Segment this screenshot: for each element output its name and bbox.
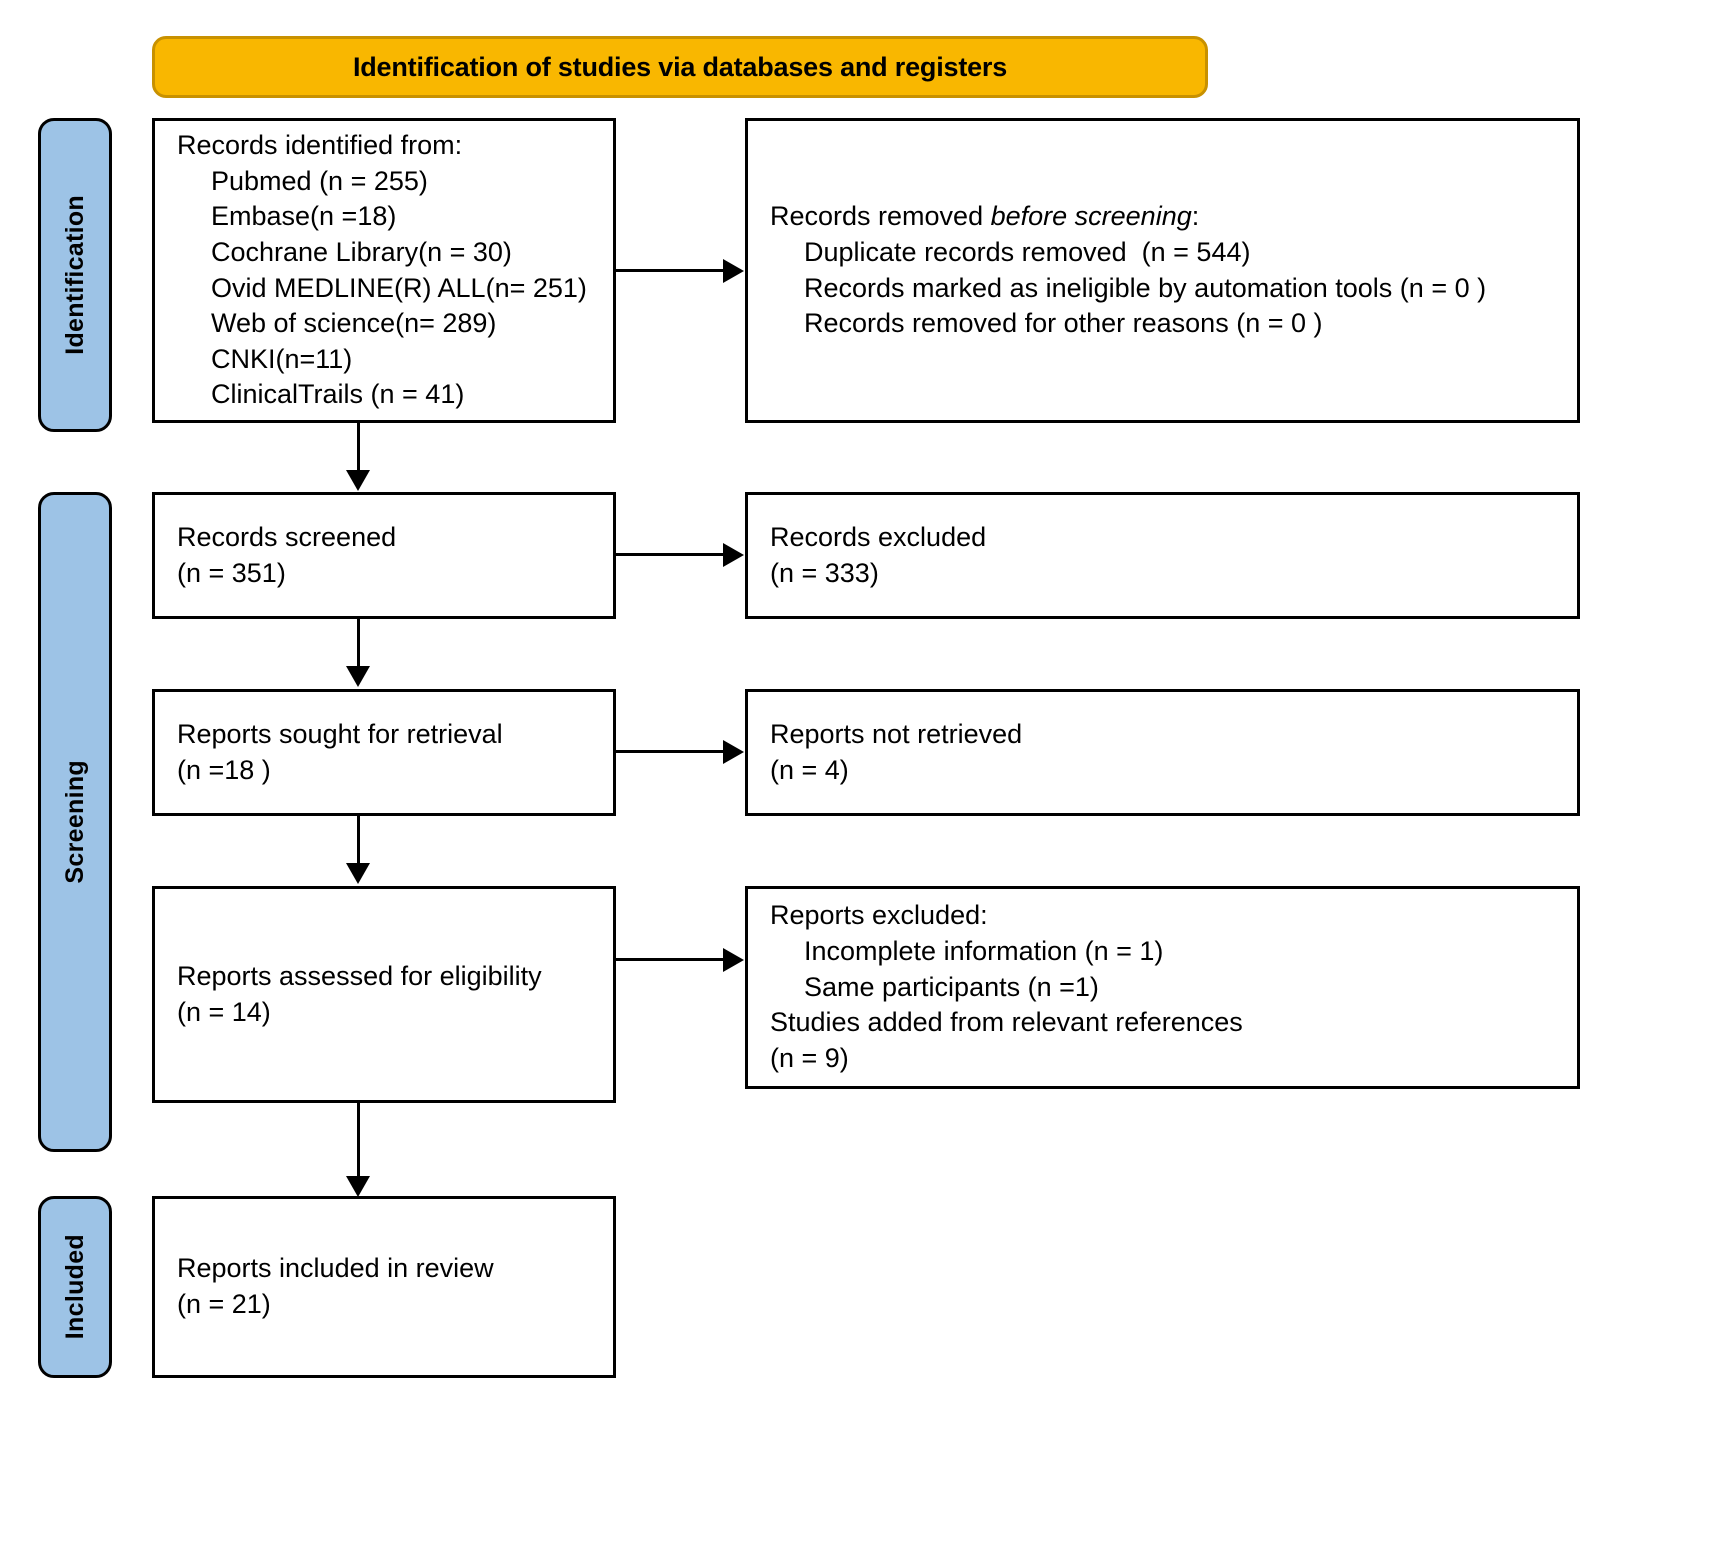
box-line: CNKI(n=11) <box>211 343 353 374</box>
box-line: (n = 9) <box>770 1042 849 1073</box>
heading-post: : <box>1191 201 1200 232</box>
connector-identified-to-removed <box>616 269 723 272</box>
phase-label-screening: Screening <box>38 492 112 1152</box>
connector-screened-to-excluded <box>616 553 723 556</box>
box-line: Reports sought for retrieval <box>177 718 503 749</box>
heading-italic: before screening <box>990 201 1192 232</box>
diagram-title-banner: Identification of studies via databases … <box>152 36 1208 98</box>
connector-screened-to-sought <box>357 619 360 666</box>
box-reports-sought-for-retrieval: Reports sought for retrieval (n =18 ) <box>152 689 616 816</box>
box-line: Records removed for other reasons (n = 0… <box>804 308 1323 339</box>
arrowhead-screened-to-excluded <box>723 543 744 567</box>
box-line: Pubmed (n = 255) <box>211 165 428 196</box>
box-reports-included-in-review: Reports included in review (n = 21) <box>152 1196 616 1378</box>
box-line: Records marked as ineligible by automati… <box>804 272 1487 303</box>
connector-identified-to-screened <box>357 423 360 470</box>
box-reports-not-retrieved: Reports not retrieved (n = 4) <box>745 689 1580 816</box>
arrowhead-identified-to-screened <box>346 470 370 491</box>
box-line: Ovid MEDLINE(R) ALL(n= 251) <box>211 272 587 303</box>
arrowhead-assessed-to-excluded <box>723 948 744 972</box>
connector-assessed-to-included <box>357 1103 360 1176</box>
box-records-excluded: Records excluded (n = 333) <box>745 492 1580 619</box>
heading-pre: Records removed <box>770 201 991 232</box>
box-reports-assessed-for-eligibility: Reports assessed for eligibility (n = 14… <box>152 886 616 1103</box>
box-line: Web of science(n= 289) <box>211 308 497 339</box>
box-line: (n = 21) <box>177 1289 271 1319</box>
phase-label-included-text: Included <box>60 1234 89 1340</box>
phase-label-included: Included <box>38 1196 112 1378</box>
box-records-screened: Records screened (n = 351) <box>152 492 616 619</box>
arrowhead-assessed-to-included <box>346 1176 370 1197</box>
arrowhead-identified-to-removed <box>723 259 744 283</box>
box-line: Cochrane Library(n = 30) <box>211 236 512 267</box>
box-heading: Records removed before screening: <box>770 199 1555 235</box>
box-line: Records screened <box>177 521 397 552</box>
box-line: (n = 4) <box>770 754 849 785</box>
box-line: (n = 333) <box>770 557 879 588</box>
connector-sought-to-assessed <box>357 816 360 863</box>
box-line: Duplicate records removed (n = 544) <box>804 236 1251 267</box>
box-records-removed-before-screening: Records removed before screening: Duplic… <box>745 118 1580 423</box>
connector-assessed-to-excluded <box>616 958 723 961</box>
phase-label-identification: Identification <box>38 118 112 432</box>
box-line: Embase(n =18) <box>211 201 397 232</box>
box-line: Studies added from relevant references <box>770 1007 1243 1038</box>
box-line: Incomplete information (n = 1) <box>804 936 1164 967</box>
box-line: (n = 14) <box>177 996 271 1027</box>
arrowhead-sought-to-not-retrieved <box>723 740 744 764</box>
box-line: Reports not retrieved <box>770 718 1023 749</box>
box-line: Records identified from: <box>177 130 463 160</box>
box-line: Records excluded <box>770 521 987 552</box>
connector-sought-to-not-retrieved <box>616 750 723 753</box>
box-line: Reports excluded: <box>770 900 988 931</box>
box-line: Same participants (n =1) <box>804 971 1099 1002</box>
box-line: Reports included in review <box>177 1253 494 1284</box>
arrowhead-sought-to-assessed <box>346 863 370 884</box>
box-reports-excluded: Reports excluded: Incomplete information… <box>745 886 1580 1089</box>
box-line: (n = 351) <box>177 557 286 588</box>
phase-label-identification-text: Identification <box>60 195 89 355</box>
box-records-identified: Records identified from: Pubmed (n = 255… <box>152 118 616 423</box>
arrowhead-screened-to-sought <box>346 666 370 687</box>
diagram-title: Identification of studies via databases … <box>352 51 1008 82</box>
phase-label-screening-text: Screening <box>60 760 89 884</box>
box-line: Reports assessed for eligibility <box>177 960 542 991</box>
box-line: ClinicalTrails (n = 41) <box>211 379 465 410</box>
box-line: (n =18 ) <box>177 754 271 785</box>
